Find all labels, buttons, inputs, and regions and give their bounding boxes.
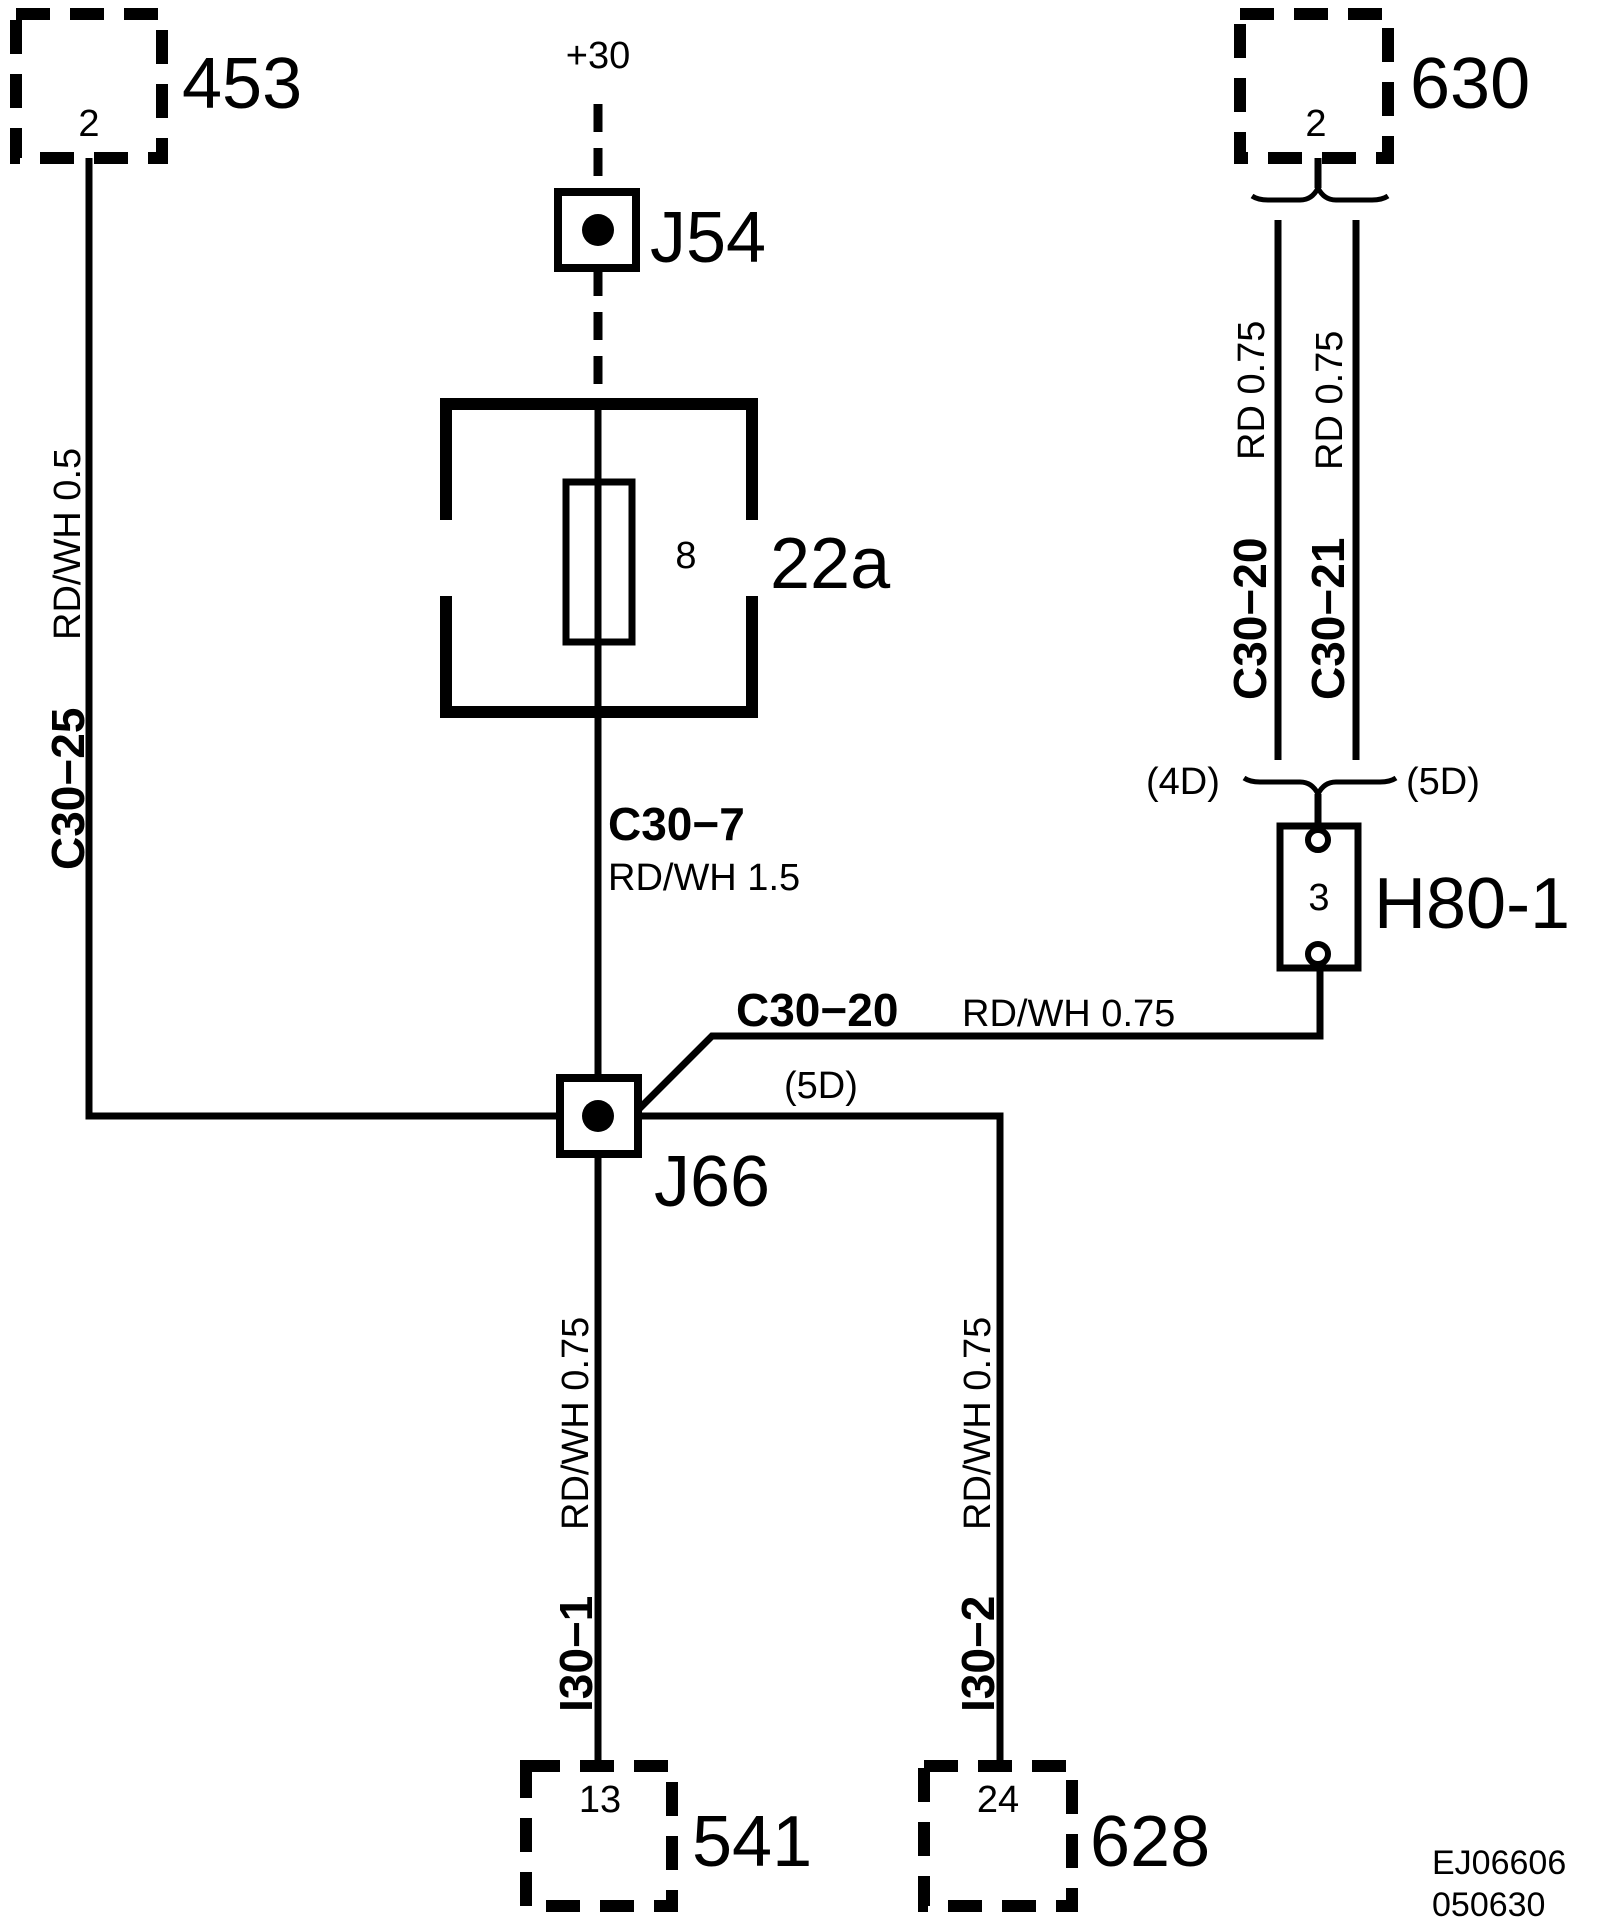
component-541-pin: 13 [579, 1779, 621, 1821]
component-628-label: 628 [1090, 1802, 1210, 1882]
wire-i30-1-code: I30−1 [550, 1596, 602, 1712]
wire-c30-20-upper-spec: RD 0.75 [1231, 321, 1273, 460]
component-628-pin: 24 [977, 1779, 1019, 1821]
junction-j54: J54 [554, 188, 766, 278]
wire-i30-2-code: I30−2 [952, 1596, 1004, 1712]
location-5d-right: (5D) [1406, 761, 1480, 803]
fuse-box-label: 22a [770, 524, 891, 604]
junction-j66: J66 [556, 1074, 770, 1222]
wire-c30-25-spec: RD/WH 0.5 [47, 448, 89, 640]
wire-c30-25-code: C30−25 [42, 708, 94, 870]
wire-i30-2 [638, 1112, 1004, 1766]
upper-brace [1250, 182, 1390, 203]
component-453-pin: 2 [78, 103, 99, 145]
location-5d-mid: (5D) [784, 1065, 858, 1107]
wire-c30-7-code: C30−7 [608, 798, 745, 850]
component-630-pin: 2 [1305, 103, 1326, 145]
junction-j66-label: J66 [654, 1142, 770, 1222]
location-4d: (4D) [1146, 761, 1220, 803]
connector-h80-1-pin: 3 [1308, 877, 1329, 919]
wire-c30-21-code: C30−21 [1302, 538, 1354, 700]
wire-c30-20-lower-code: C30−20 [736, 984, 898, 1036]
fuse-box-22a: 8 22a [440, 398, 891, 718]
component-541-label: 541 [692, 1802, 812, 1882]
reference-code-line2: 050630 [1432, 1886, 1545, 1924]
component-541: 13 541 [520, 1760, 812, 1912]
component-630: 2 630 [1234, 8, 1530, 164]
wire-c30-20-lower [635, 964, 1324, 1113]
wire-c30-20-lower-spec: RD/WH 0.75 [962, 993, 1175, 1035]
wire-c30-20-upper-code: C30−20 [1224, 538, 1276, 700]
fuse-number: 8 [675, 535, 696, 577]
wire-i30-2-spec: RD/WH 0.75 [957, 1317, 999, 1530]
wire-c30-7-spec: RD/WH 1.5 [608, 857, 800, 899]
wire-c30-21-spec: RD 0.75 [1309, 331, 1351, 470]
connector-h80-1: 3 H80-1 [1276, 822, 1570, 972]
wire-c30-25 [85, 158, 560, 1120]
component-453: 2 453 [10, 8, 302, 164]
reference-code-line1: EJ06606 [1432, 1844, 1566, 1882]
junction-j54-label: J54 [650, 198, 766, 278]
component-628: 24 628 [918, 1760, 1210, 1912]
connector-h80-1-label: H80-1 [1374, 864, 1570, 944]
wire-i30-1-spec: RD/WH 0.75 [555, 1317, 597, 1530]
supply-label: +30 [566, 35, 630, 77]
component-630-label: 630 [1410, 44, 1530, 124]
lower-brace [1242, 775, 1398, 800]
component-453-label: 453 [182, 44, 302, 124]
